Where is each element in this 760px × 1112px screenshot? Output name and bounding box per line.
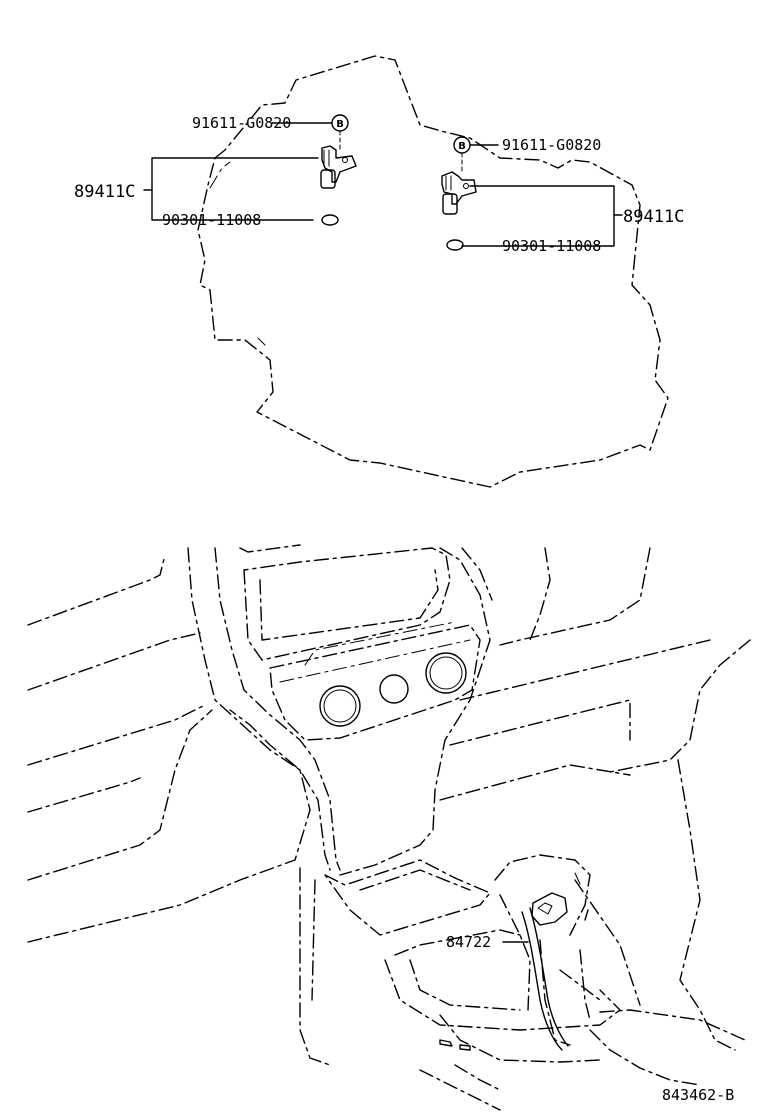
bolt-icon: B: [331, 114, 349, 132]
shift-lever-icon: [494, 854, 641, 1046]
bolt-icon: B: [453, 136, 471, 154]
shift-lock-switch-part-number: 84722: [446, 933, 491, 951]
right-oring-part-number: 90301-11008: [502, 237, 601, 255]
transmission-case-outline: [197, 55, 669, 488]
bolt-badge: B: [336, 119, 344, 130]
climate-knob-icon: [319, 685, 361, 727]
left-bolt-part-number: 91611-G0820: [192, 114, 291, 132]
left-sensor-group: B 91611-G0820 89411C 90301-11008: [74, 114, 357, 229]
right-sensor-group: B 91611-G0820 89411C 90301-11008: [441, 136, 684, 255]
speed-sensor-icon: [441, 171, 477, 215]
speed-sensor-icon: [320, 145, 357, 189]
right-bolt-part-number: 91611-G0820: [502, 136, 601, 154]
left-sensor-part-number: 89411C: [74, 182, 135, 202]
shift-lock-switch-icon: [521, 892, 569, 1051]
o-ring-icon: [321, 214, 339, 226]
diagram-id: 843462-B: [662, 1086, 734, 1104]
bolt-badge: B: [458, 141, 466, 152]
climate-knob-icon: [425, 652, 467, 694]
right-sensor-part-number: 89411C: [623, 207, 684, 227]
climate-knob-icon: [379, 674, 409, 704]
o-ring-icon: [446, 239, 464, 251]
left-oring-part-number: 90301-11008: [162, 211, 261, 229]
center-console-outline: 84722: [27, 544, 751, 1111]
